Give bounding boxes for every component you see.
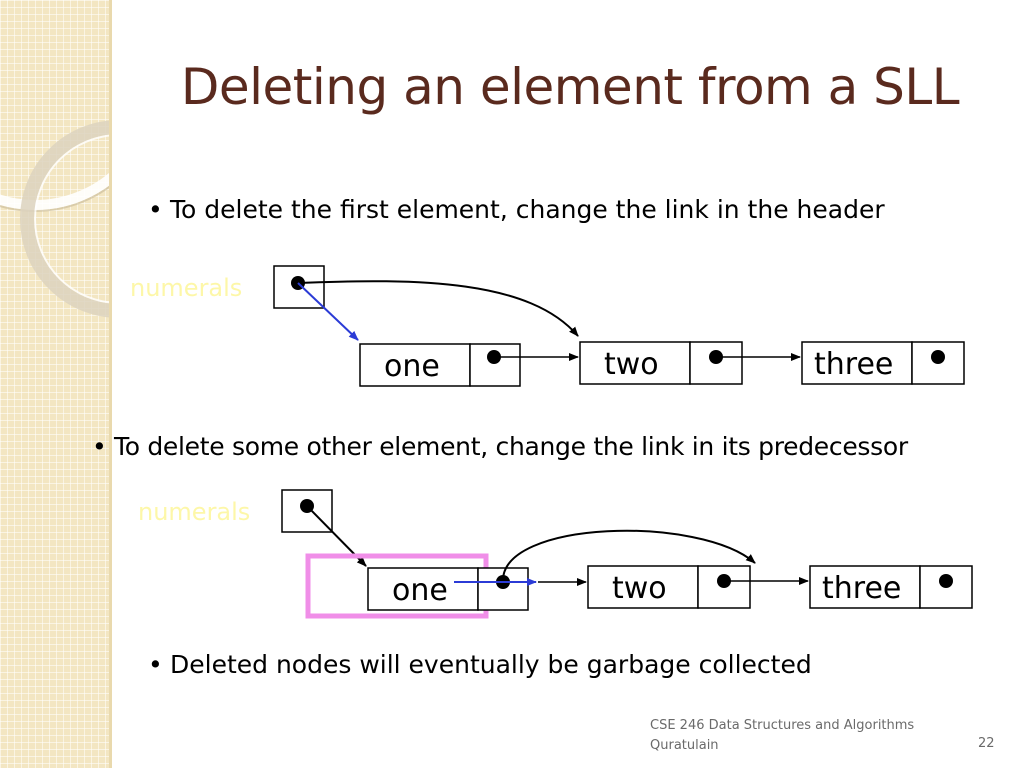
diagram-delete-other: numerals one two [138,489,973,619]
bullet-text: To delete the first element, change the … [170,195,885,224]
bullet-icon: • [92,432,107,461]
node-value-box [587,565,699,609]
header-link-arrow [297,280,579,337]
node-value: three [822,571,901,606]
footer-course: CSE 246 Data Structures and Algorithms [650,718,915,733]
node-value-box [809,565,921,609]
bullet-item: •Deleted nodes will eventually be garbag… [148,650,812,679]
slide-title: Deleting an element from a SLL [180,58,960,116]
header-label: numerals [138,498,250,526]
footer-author: Quratulain [650,738,719,753]
node-value: two [612,571,667,606]
node-value-box [367,567,479,611]
node-value: one [384,349,440,384]
side-decoration [0,0,112,768]
node-value: two [604,347,659,382]
bullet-text: To delete some other element, change the… [114,432,908,461]
header-pointer-box [281,489,333,533]
bullet-item: •To delete the first element, change the… [148,195,885,224]
changed-link-arrow [297,282,359,341]
bullet-item: •To delete some other element, change th… [92,432,908,461]
page-number: 22 [978,736,995,751]
pointer-dot [939,574,953,588]
footer: CSE 246 Data Structures and Algorithms Q… [650,716,914,756]
header-label: numerals [130,274,242,302]
node-value-box [801,341,913,385]
node-value-box [359,343,471,387]
node-value: three [814,347,893,382]
pointer-dot [931,350,945,364]
bypass-link-arrow [501,529,756,583]
bullet-text: Deleted nodes will eventually be garbage… [170,650,812,679]
node-value: one [392,573,448,608]
bullet-icon: • [148,650,163,679]
bullet-icon: • [148,195,163,224]
diagram-delete-first: numerals one two three [130,265,965,387]
